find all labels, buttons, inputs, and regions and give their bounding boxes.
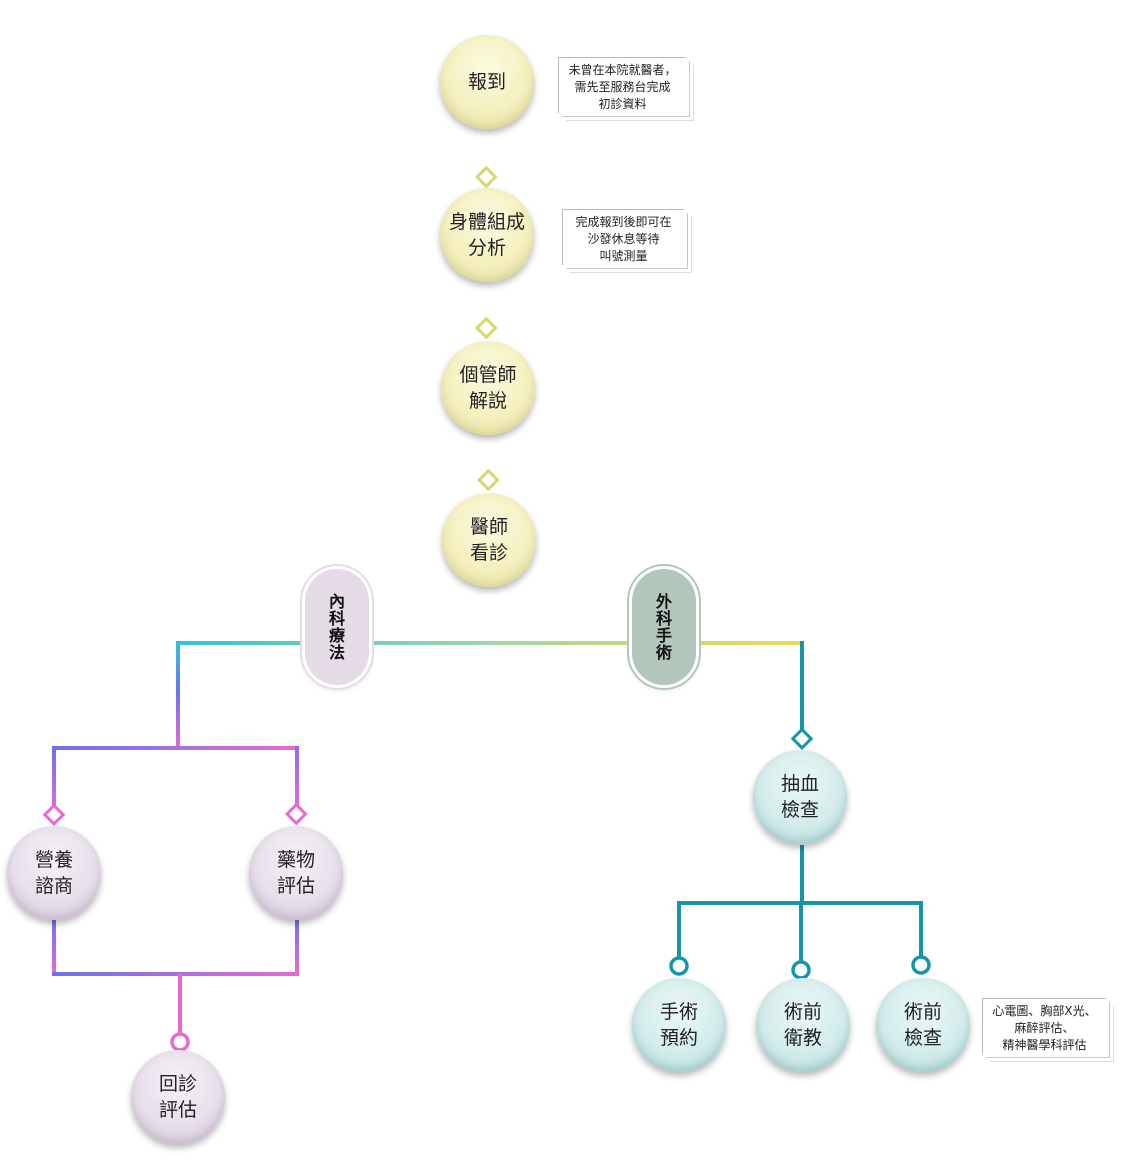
node-blood-test[interactable]: 抽血 檢查 bbox=[753, 750, 847, 844]
node-doctor-visit[interactable]: 醫師 看診 bbox=[442, 493, 536, 587]
branch-char: 內 bbox=[328, 592, 345, 611]
branch-surgery[interactable]: 外 科 手 術 bbox=[632, 569, 696, 685]
circle-marker bbox=[170, 1032, 190, 1052]
branch-char: 科 bbox=[328, 609, 345, 628]
node-label: 藥物 bbox=[276, 849, 315, 871]
diamond-marker bbox=[42, 803, 66, 827]
node-label: 分析 bbox=[467, 237, 506, 259]
node-case-manager[interactable]: 個管師 解說 bbox=[441, 341, 535, 435]
note-line: 未曾在本院就醫者， bbox=[568, 63, 677, 77]
circle-marker bbox=[791, 960, 811, 980]
node-label: 抽血 bbox=[780, 773, 819, 795]
node-label: 術前 bbox=[783, 1001, 822, 1023]
note-line: 麻醉評估、 bbox=[1014, 1021, 1075, 1035]
node-label: 營養 bbox=[34, 849, 73, 871]
node-label: 衛教 bbox=[783, 1027, 822, 1049]
branch-char: 外 bbox=[655, 592, 672, 611]
node-followup-evaluation[interactable]: 回診 評估 bbox=[131, 1050, 225, 1144]
node-label: 回診 bbox=[158, 1073, 197, 1095]
node-label: 檢查 bbox=[780, 799, 819, 821]
node-label: 評估 bbox=[276, 875, 315, 897]
note-preop-exam: 心電圖、胸部X光、 麻醉評估、 精神醫學科評估 bbox=[982, 998, 1106, 1054]
branch-internal-medicine[interactable]: 內 科 療 法 bbox=[305, 569, 369, 685]
circle-marker bbox=[669, 956, 689, 976]
node-label: 術前 bbox=[903, 1001, 942, 1023]
note-checkin: 未曾在本院就醫者， 需先至服務台完成 初診資料 bbox=[558, 57, 686, 113]
diamond-marker bbox=[790, 727, 814, 751]
node-label: 預約 bbox=[659, 1027, 698, 1049]
node-checkin[interactable]: 報到 bbox=[440, 35, 534, 129]
node-label: 解說 bbox=[468, 390, 507, 412]
node-label: 手術 bbox=[659, 1001, 698, 1023]
note-line: 需先至服務台完成 bbox=[574, 80, 671, 94]
diamond-marker bbox=[474, 316, 498, 340]
branch-char: 療 bbox=[328, 626, 345, 645]
node-label: 醫師 bbox=[469, 516, 508, 538]
branch-char: 手 bbox=[655, 626, 672, 645]
node-label: 檢查 bbox=[903, 1027, 942, 1049]
node-label: 身體組成 bbox=[448, 211, 525, 233]
note-line: 叫號測量 bbox=[599, 249, 648, 263]
node-label: 評估 bbox=[158, 1099, 197, 1121]
diamond-marker bbox=[476, 468, 500, 492]
node-label: 個管師 bbox=[459, 364, 517, 386]
node-preop-education[interactable]: 術前 衛教 bbox=[756, 978, 850, 1072]
branch-char: 科 bbox=[655, 609, 672, 628]
note-line: 精神醫學科評估 bbox=[1002, 1038, 1087, 1052]
note-line: 初診資料 bbox=[598, 97, 647, 111]
diamond-marker bbox=[474, 165, 498, 189]
node-preop-exam[interactable]: 術前 檢查 bbox=[876, 978, 970, 1072]
node-nutrition-counseling[interactable]: 營養 諮商 bbox=[7, 826, 101, 920]
node-surgery-booking[interactable]: 手術 預約 bbox=[632, 978, 726, 1072]
node-drug-evaluation[interactable]: 藥物 評估 bbox=[249, 826, 343, 920]
node-body-composition[interactable]: 身體組成 分析 bbox=[440, 188, 534, 282]
branch-char: 法 bbox=[328, 643, 345, 662]
branch-char: 術 bbox=[655, 643, 672, 662]
note-body-composition: 完成報到後即可在 沙發休息等待 叫號測量 bbox=[562, 209, 684, 265]
diamond-marker bbox=[284, 802, 308, 826]
node-label: 諮商 bbox=[34, 875, 73, 897]
note-line: 完成報到後即可在 bbox=[575, 215, 672, 229]
circle-marker bbox=[911, 955, 931, 975]
note-line: 沙發休息等待 bbox=[587, 232, 660, 246]
note-line: 心電圖、胸部X光、 bbox=[992, 1004, 1097, 1018]
node-label: 看診 bbox=[469, 542, 508, 564]
node-label: 報到 bbox=[467, 71, 506, 93]
